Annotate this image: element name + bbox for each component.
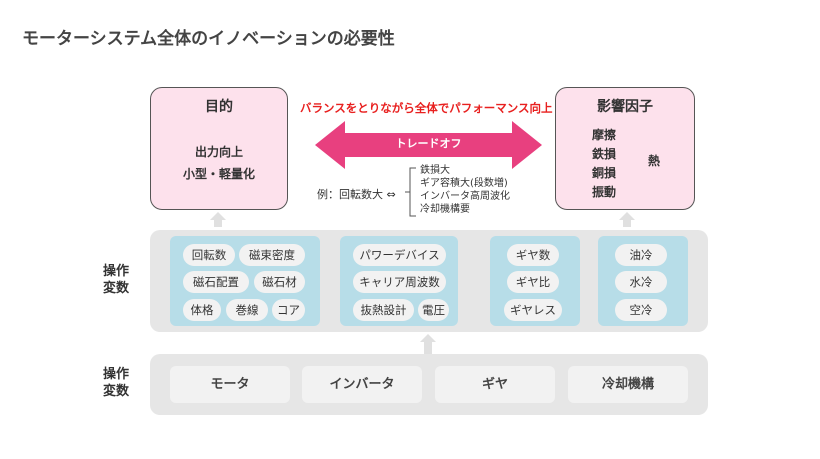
tradeoff-arrow: [315, 121, 542, 169]
effect: インバータ高周波化: [420, 191, 510, 202]
effect: ギア容積大(段数増): [420, 178, 508, 189]
chip: コア: [272, 299, 305, 321]
page-title: モーターシステム全体のイノベーションの必要性: [22, 29, 395, 49]
factor: 摩擦: [592, 128, 617, 142]
goal-heading: 目的: [205, 99, 233, 115]
variables-label: 操作変数: [103, 263, 129, 297]
inverter-variables: パワーデバイス キャリア周波数 抜熱設計 電圧: [340, 236, 458, 326]
chip: ギヤ比: [507, 271, 559, 293]
tradeoff-label: トレードオフ: [395, 137, 462, 150]
up-arrow-icon: [619, 212, 635, 220]
chip: 水冷: [615, 271, 667, 293]
chip: 巻線: [226, 299, 268, 321]
bracket: [405, 167, 416, 217]
motor-variables: 回転数 磁束密度 磁石配置 磁石材 体格 巻線 コア: [170, 236, 320, 326]
up-arrow-icon: [210, 212, 226, 220]
chip: 磁石配置: [183, 271, 249, 293]
gear-variables: ギヤ数 ギヤ比 ギヤレス: [490, 236, 580, 326]
label-line: 変数: [103, 384, 130, 399]
up-arrow-stem: [424, 342, 432, 354]
chip: 電圧: [418, 299, 449, 321]
chip: 抜熱設計: [353, 299, 414, 321]
component-motor: モータ: [170, 366, 290, 403]
chip: ギヤ数: [507, 244, 559, 266]
cooling-variables: 油冷 水冷 空冷: [598, 236, 688, 326]
chip: パワーデバイス: [353, 244, 446, 266]
up-arrow-icon: [420, 334, 436, 342]
chip: 磁束密度: [239, 244, 305, 266]
label-line: 操作: [103, 367, 130, 382]
factor: 銅損: [592, 166, 617, 180]
factor: 振動: [592, 185, 617, 199]
factors-box: 影響因子 摩擦 鉄損 銅損 振動 熱: [555, 87, 695, 210]
chip: ギヤレス: [504, 299, 562, 321]
goal-line: 出力向上: [194, 145, 243, 159]
factors-heading: 影響因子: [597, 99, 653, 115]
label-line: 操作: [103, 264, 130, 279]
chip: 油冷: [615, 244, 667, 266]
chip: 回転数: [183, 244, 235, 266]
chip: 体格: [183, 299, 221, 321]
effect: 鉄損大: [420, 165, 450, 176]
component-inverter: インバータ: [302, 366, 422, 403]
variables-label: 操作変数: [103, 366, 129, 400]
goal-box: 目的 出力向上 小型・軽量化: [150, 87, 288, 210]
goal-line: 小型・軽量化: [182, 167, 255, 181]
factor: 鉄損: [592, 147, 617, 161]
example-label: 例：回転数大 ⇔: [317, 188, 396, 201]
component-gear: ギヤ: [435, 366, 555, 403]
label-line: 変数: [103, 281, 130, 296]
component-cooling: 冷却機構: [568, 366, 688, 403]
chip: 空冷: [615, 299, 667, 321]
factor-heat: 熱: [648, 154, 661, 168]
balance-text: バランスをとりながら全体でパフォーマンス向上: [300, 101, 553, 115]
up-arrow-stem: [214, 220, 222, 227]
effect: 冷却機構要: [420, 204, 470, 215]
chip: 磁石材: [254, 271, 305, 293]
up-arrow-stem: [623, 220, 631, 227]
chip: キャリア周波数: [353, 271, 446, 293]
